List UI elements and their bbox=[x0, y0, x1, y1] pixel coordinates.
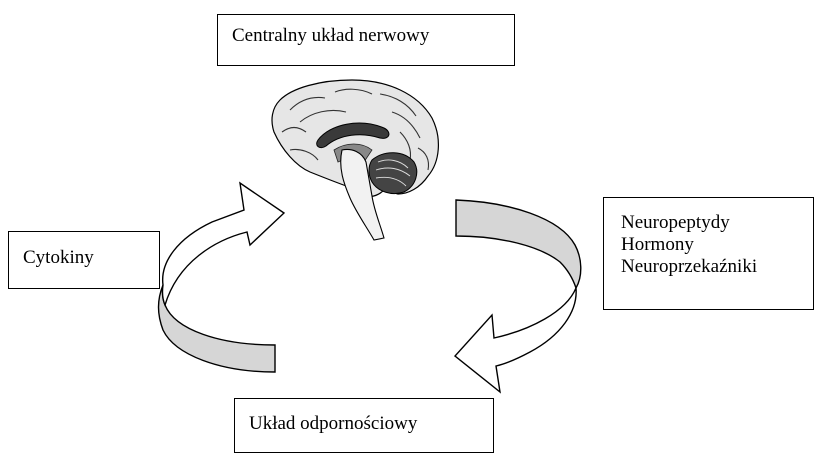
neuropeptides-label: Neuropeptydy bbox=[621, 212, 730, 233]
neuro-signals-box: Neuropeptydy Hormony Neuroprzekaźniki bbox=[603, 197, 814, 310]
cerebellum bbox=[368, 152, 418, 195]
central-nervous-system-box: Centralny układ nerwowy bbox=[217, 14, 515, 66]
right-cycle-arrow bbox=[453, 199, 582, 394]
right-band-shaded-main bbox=[455, 199, 582, 290]
immune-system-box: Układ odpornościowy bbox=[234, 398, 494, 453]
neurotransmitters-label: Neuroprzekaźniki bbox=[621, 256, 758, 277]
right-arrow-white bbox=[453, 287, 577, 394]
hormones-label: Hormony bbox=[621, 234, 694, 255]
immune-system-label: Układ odpornościowy bbox=[249, 413, 418, 434]
brainstem bbox=[340, 148, 385, 241]
central-nervous-system-label: Centralny układ nerwowy bbox=[232, 25, 430, 46]
left-arrow-white bbox=[161, 181, 286, 308]
left-band-shaded bbox=[157, 284, 276, 373]
corpus-callosum bbox=[316, 122, 390, 149]
cytokines-box: Cytokiny bbox=[8, 231, 160, 289]
left-cycle-arrow bbox=[157, 181, 286, 373]
cytokines-label: Cytokiny bbox=[23, 247, 94, 268]
brain-illustration bbox=[271, 79, 439, 241]
